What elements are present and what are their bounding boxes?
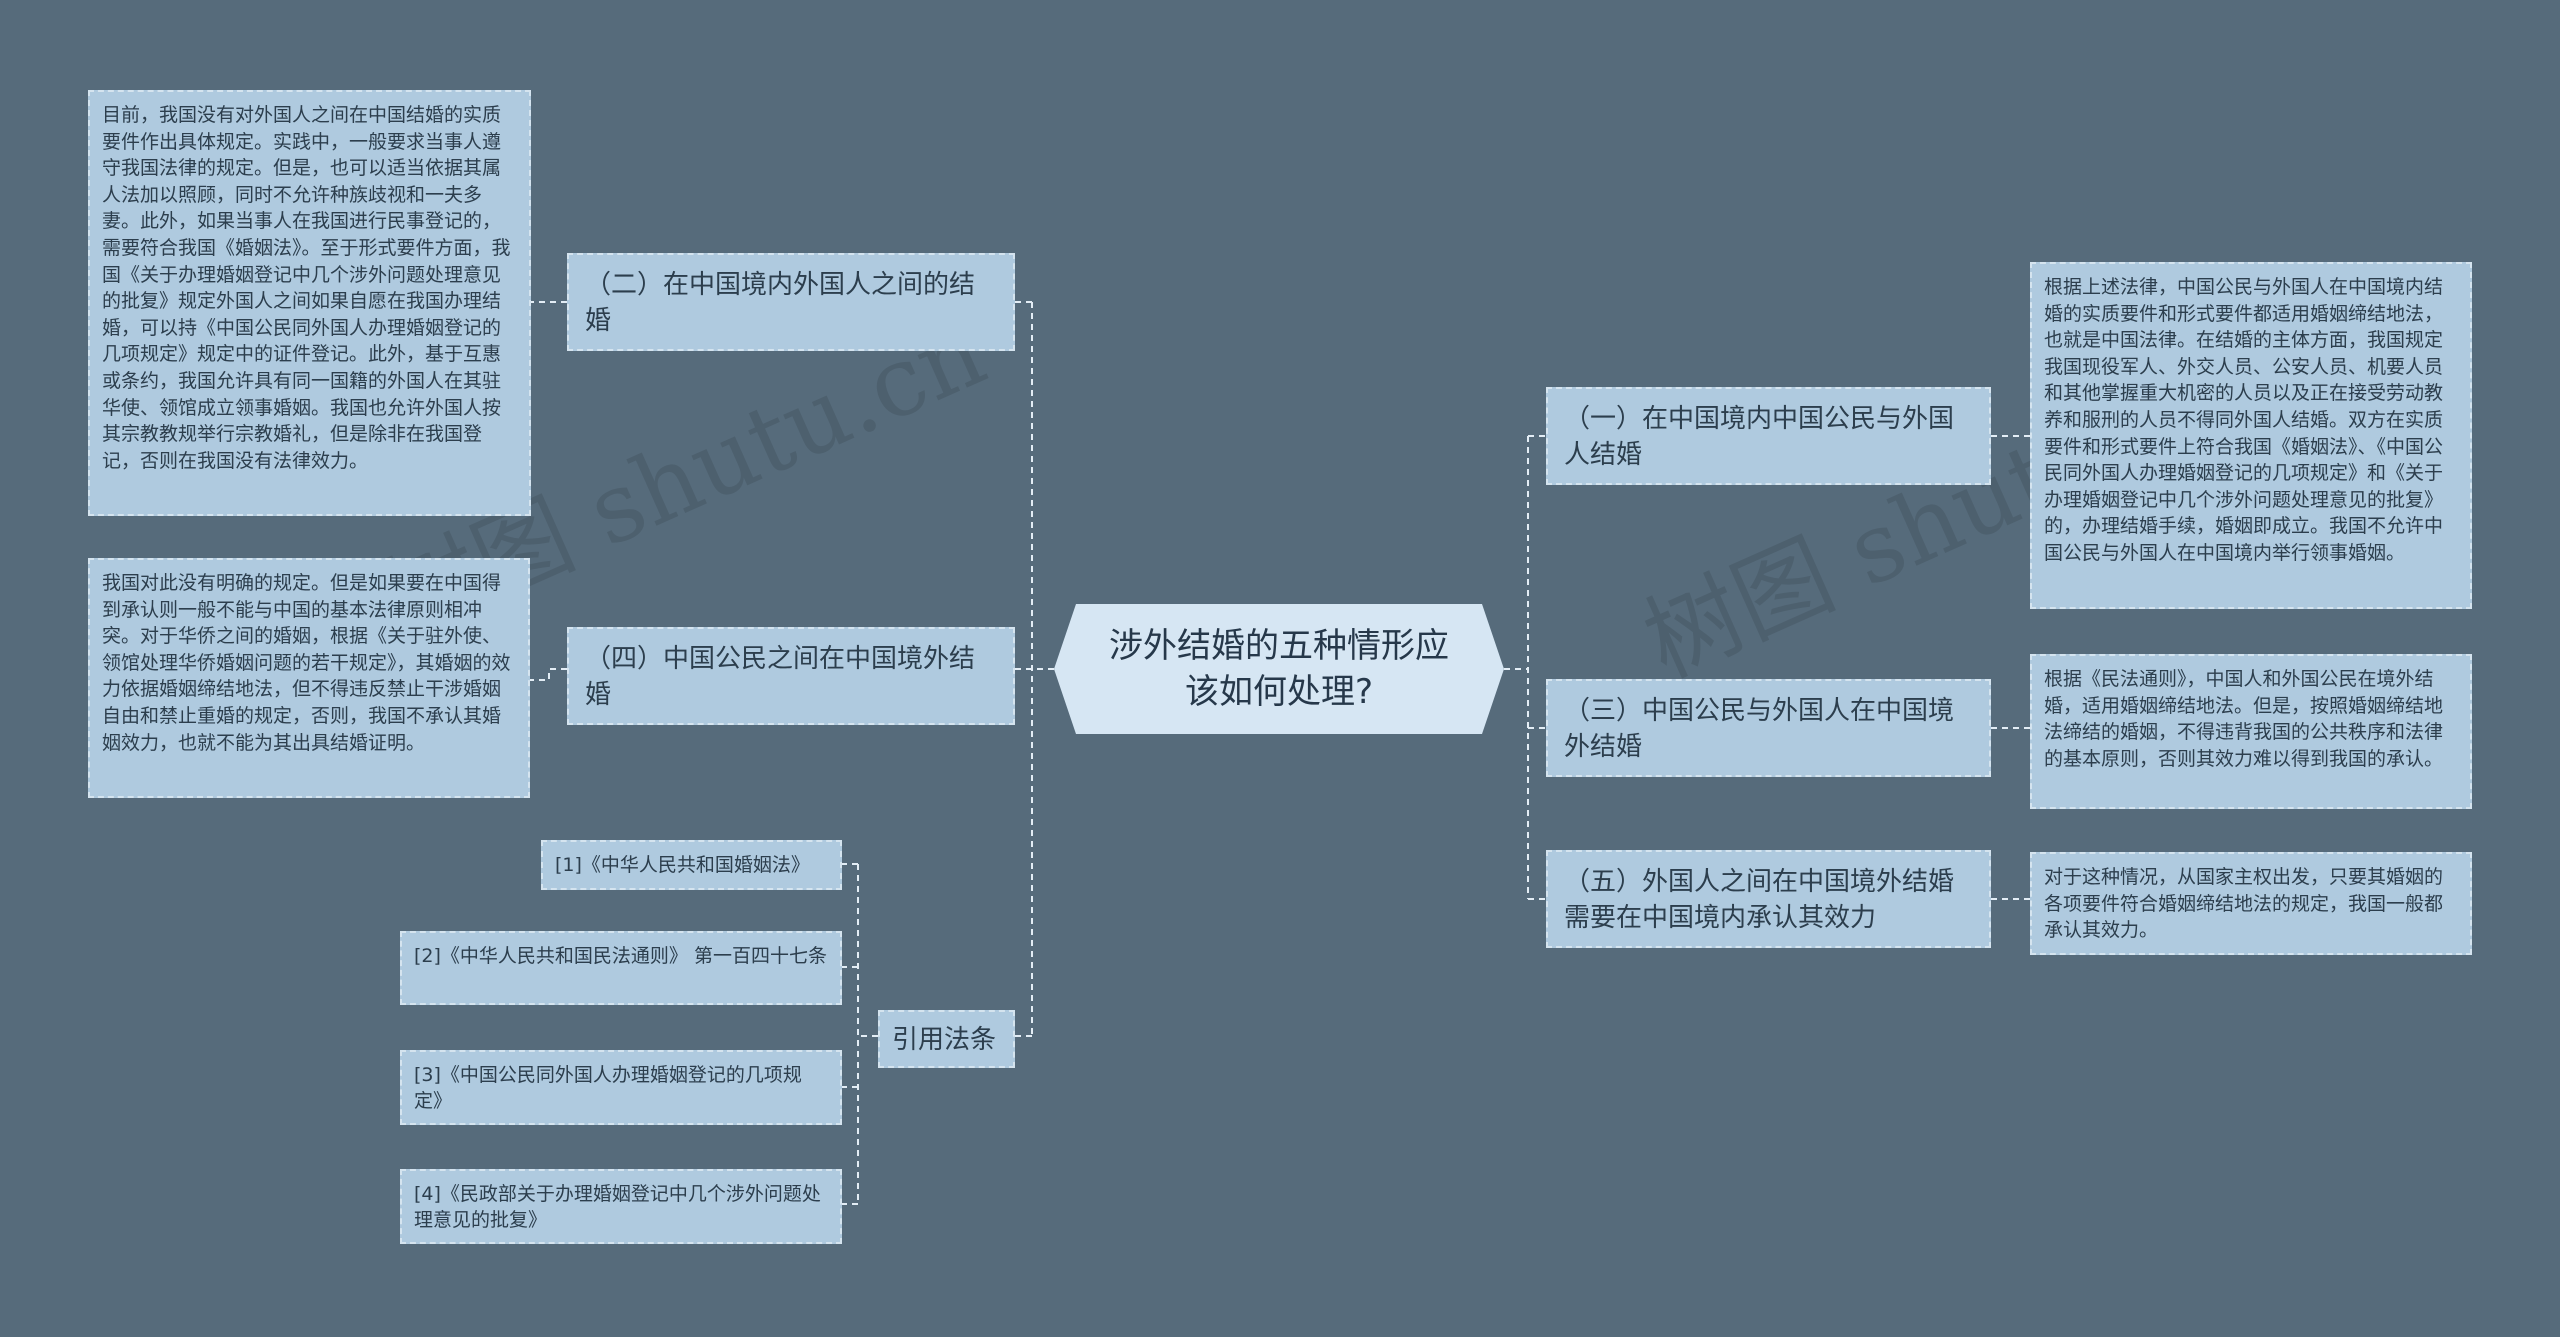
branch-foreigners-in-china[interactable]: （二）在中国境内外国人之间的结婚 xyxy=(567,253,1015,351)
branch-cited-laws[interactable]: 引用法条 xyxy=(878,1010,1015,1068)
center-topic[interactable]: 涉外结婚的五种情形应该如何处理? xyxy=(1054,604,1504,734)
ref-item[interactable]: [4]《民政部关于办理婚姻登记中几个涉外问题处理意见的批复》 xyxy=(400,1169,842,1244)
leaf-citizen-foreigner-in-china-detail: 根据上述法律，中国公民与外国人在中国境内结婚的实质要件和形式要件都适用婚姻缔结地… xyxy=(2030,262,2472,609)
ref-item[interactable]: [3]《中国公民同外国人办理婚姻登记的几项规定》 xyxy=(400,1050,842,1125)
ref-item[interactable]: [1]《中华人民共和国婚姻法》 xyxy=(541,840,842,890)
center-topic-label: 涉外结婚的五种情形应该如何处理? xyxy=(1109,626,1449,712)
branch-citizen-foreigner-in-china[interactable]: （一）在中国境内中国公民与外国人结婚 xyxy=(1546,387,1991,485)
leaf-foreigners-abroad-detail: 对于这种情况，从国家主权出发，只要其婚姻的各项要件符合婚姻缔结地法的规定，我国一… xyxy=(2030,852,2472,955)
branch-citizens-abroad[interactable]: （四）中国公民之间在中国境外结婚 xyxy=(567,627,1015,725)
ref-item[interactable]: [2]《中华人民共和国民法通则》 第一百四十七条 xyxy=(400,931,842,1005)
branch-foreigners-abroad-recognition[interactable]: （五）外国人之间在中国境外结婚需要在中国境内承认其效力 xyxy=(1546,850,1991,948)
leaf-foreigners-in-china-detail: 目前，我国没有对外国人之间在中国结婚的实质要件作出具体规定。实践中，一般要求当事… xyxy=(88,90,531,516)
leaf-citizen-foreigner-abroad-detail: 根据《民法通则》，中国人和外国公民在境外结婚，适用婚姻缔结地法。但是，按照婚姻缔… xyxy=(2030,654,2472,809)
branch-citizen-foreigner-abroad[interactable]: （三）中国公民与外国人在中国境外结婚 xyxy=(1546,679,1991,777)
leaf-citizens-abroad-detail: 我国对此没有明确的规定。但是如果要在中国得到承认则一般不能与中国的基本法律原则相… xyxy=(88,558,530,798)
center-shape xyxy=(1054,604,1504,734)
